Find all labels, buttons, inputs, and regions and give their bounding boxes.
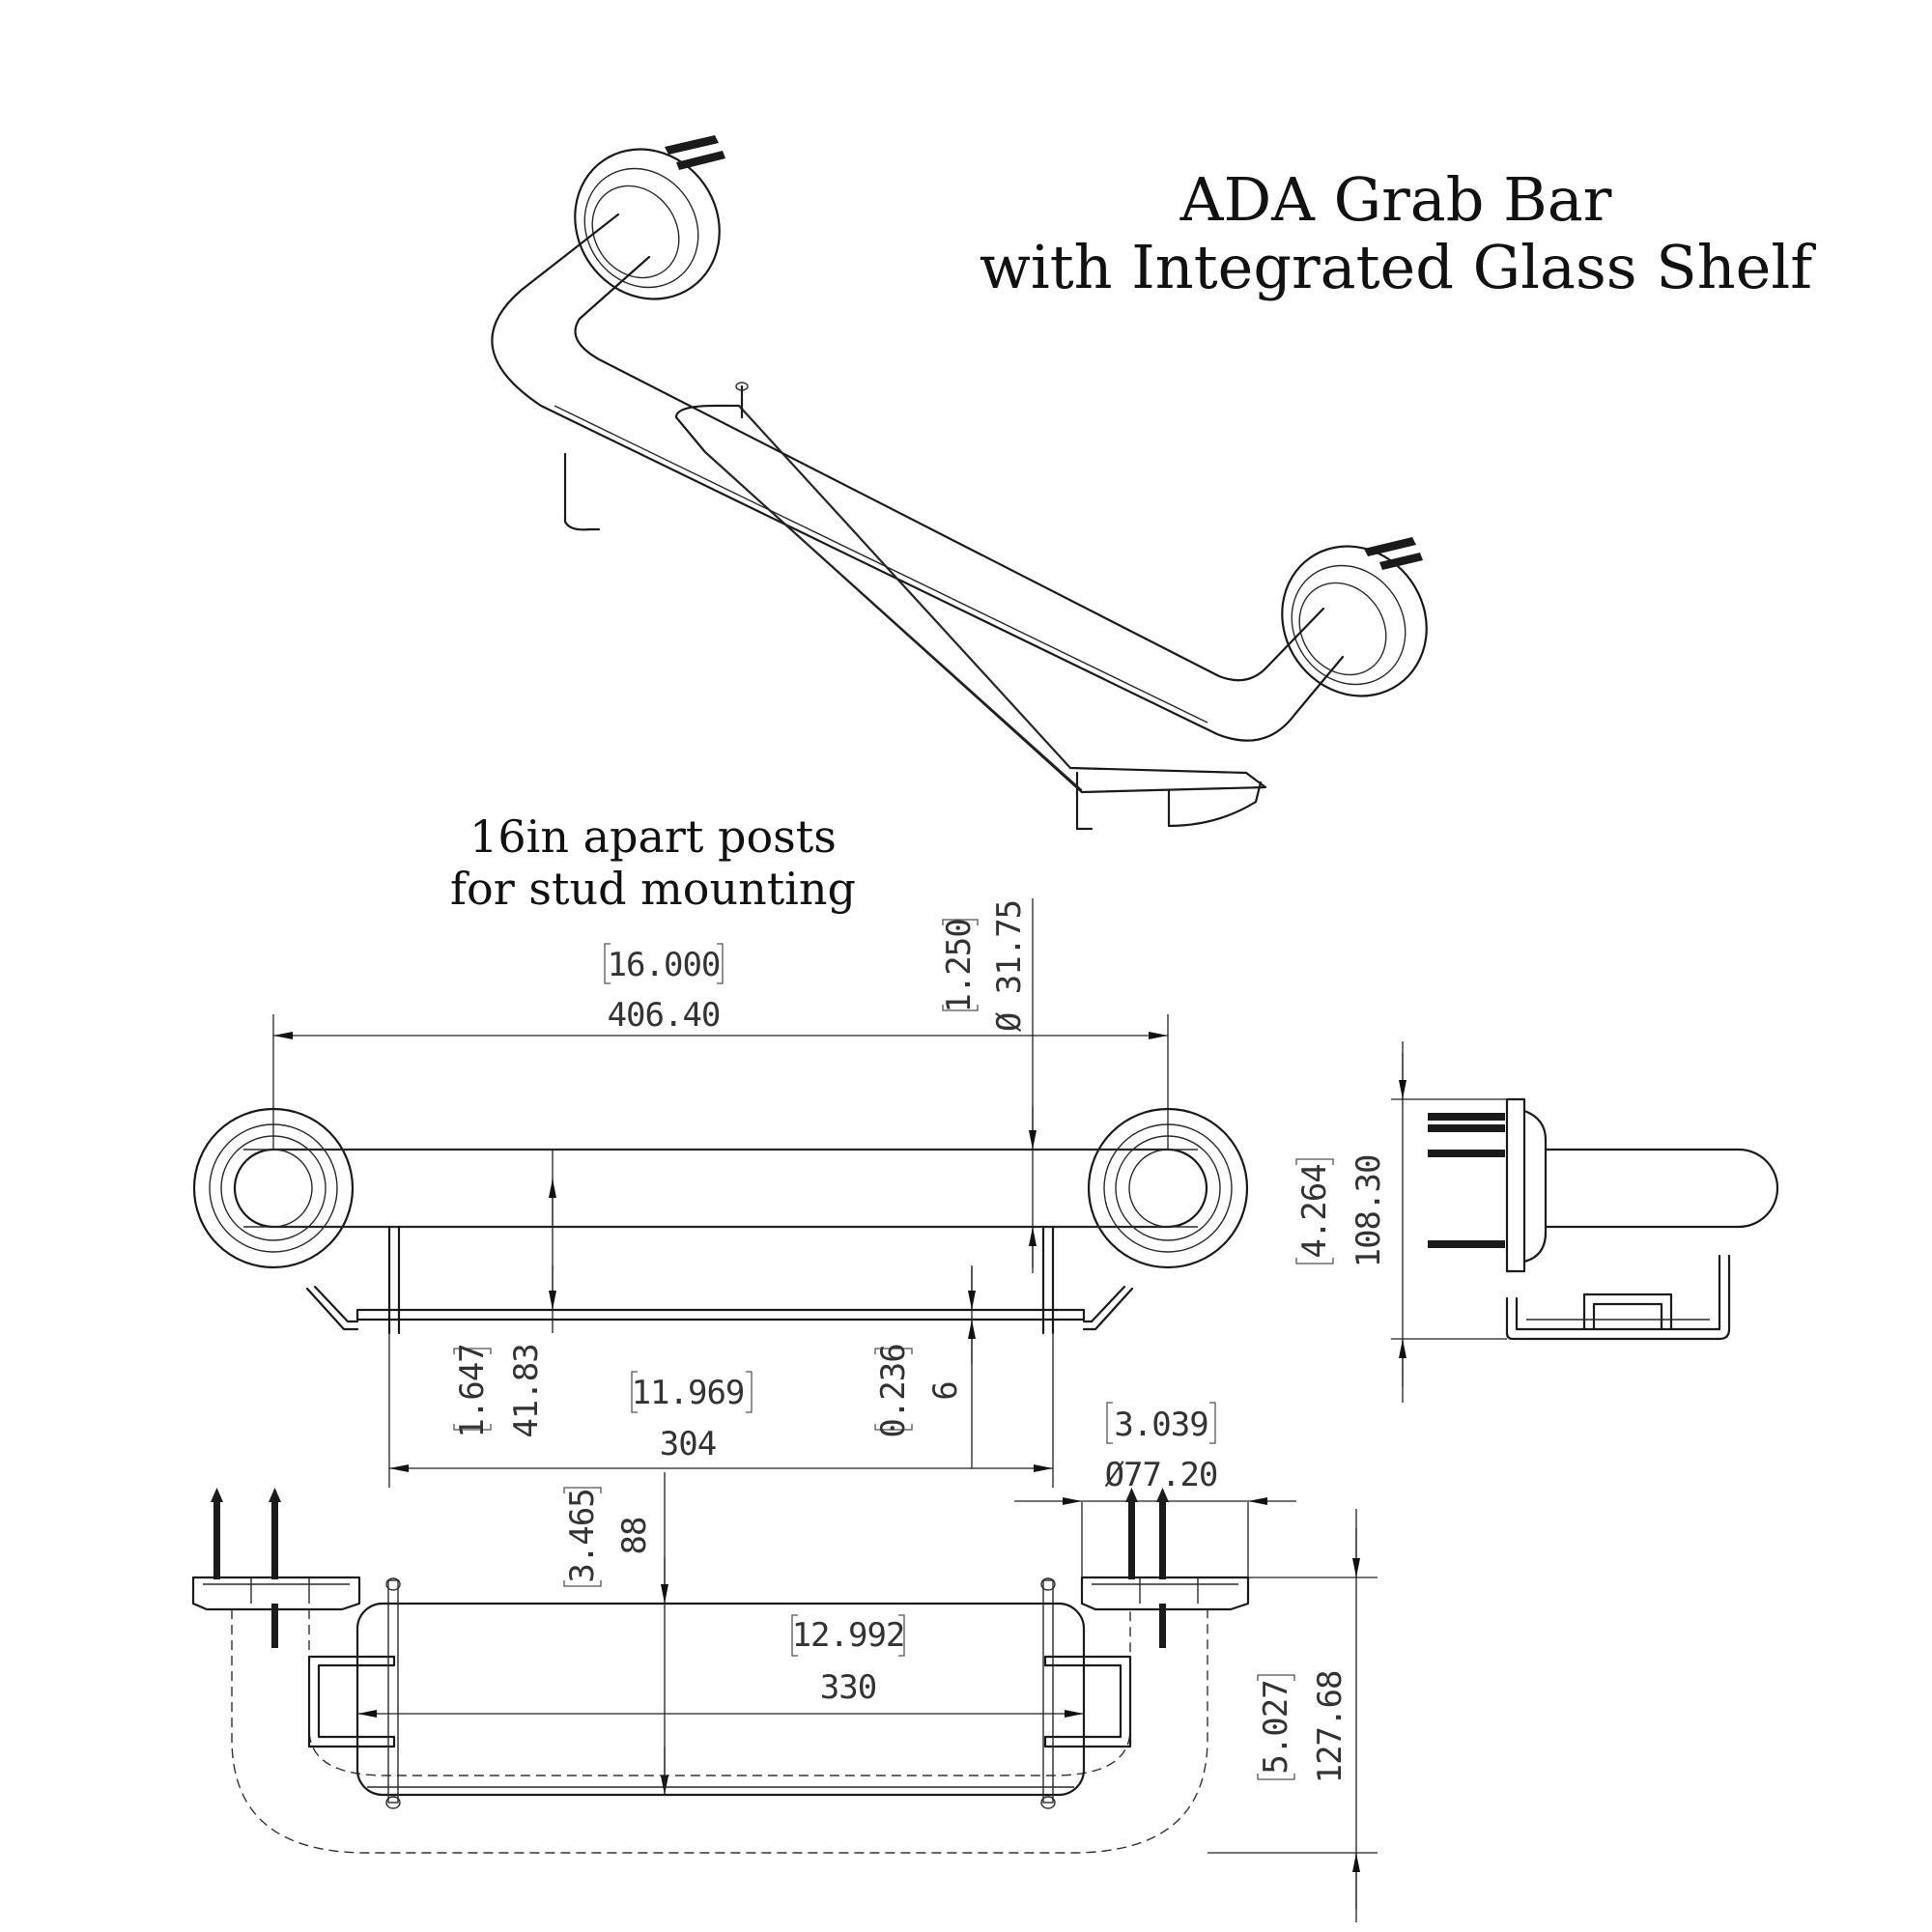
top-glass-shelf (307, 1577, 1132, 1809)
dim-shelf-depth: 3.465 88 (563, 1472, 668, 1795)
isometric-view (491, 135, 1428, 831)
dim-post-spacing: 16.000 406.40 (272, 943, 1169, 1150)
side-bar (1544, 1148, 1779, 1229)
iso-left-flange (574, 135, 725, 300)
svg-text:1.647: 1.647 (453, 1344, 492, 1437)
front-shelf-supports (387, 1225, 1055, 1335)
svg-text:330: 330 (820, 1668, 876, 1707)
svg-text:41.83: 41.83 (507, 1344, 546, 1437)
front-glass-shelf (305, 1285, 1134, 1331)
side-screws (1428, 1113, 1505, 1248)
svg-text:Ø77.20: Ø77.20 (1105, 1456, 1218, 1494)
title-line-1: ADA Grab Bar (1179, 164, 1612, 235)
svg-text:3.039: 3.039 (1114, 1406, 1208, 1444)
svg-text:16.000: 16.000 (608, 946, 721, 984)
top-bar-outline (231, 1609, 1208, 1854)
iso-glass-shelf (563, 382, 1267, 831)
dim-side-height: 4.264 108.30 (1295, 1041, 1507, 1403)
note-line-2: for stud mounting (450, 863, 856, 915)
iso-grab-bar (491, 213, 1345, 742)
side-flange (1505, 1097, 1548, 1273)
dim-shelf-width: 12.992 330 (357, 1614, 1084, 1718)
svg-text:406.40: 406.40 (608, 996, 721, 1035)
svg-text:6: 6 (926, 1381, 965, 1400)
dim-projection: 5.027 127.68 (1208, 1509, 1378, 1922)
top-view (191, 1488, 1250, 1854)
front-bar (233, 1148, 1208, 1229)
svg-text:88: 88 (615, 1518, 654, 1555)
side-view (1428, 1097, 1779, 1341)
dim-bar-to-shelf: 1.647 41.83 (453, 1150, 556, 1438)
dim-flange-diameter: 3.039 Ø77.20 (1014, 1402, 1296, 1577)
svg-text:0.236: 0.236 (874, 1344, 913, 1437)
dim-bar-diameter: 1.250 Ø 31.75 (940, 898, 1037, 1273)
note-line-1: 16in apart posts (469, 810, 837, 863)
svg-text:3.465: 3.465 (563, 1489, 602, 1582)
svg-text:127.68: 127.68 (1311, 1671, 1350, 1784)
svg-text:5.027: 5.027 (1257, 1680, 1295, 1774)
front-view (192, 1107, 1249, 1335)
svg-text:11.969: 11.969 (632, 1374, 745, 1412)
svg-text:108.30: 108.30 (1350, 1155, 1388, 1268)
dim-support-span: 11.969 304 (388, 1333, 1054, 1488)
svg-text:304: 304 (660, 1425, 716, 1463)
dim-glass-thickness: 0.236 6 (874, 1265, 976, 1468)
top-right-mount (1080, 1488, 1250, 1648)
title-line-2: with Integrated Glass Shelf (980, 232, 1816, 302)
dimensions: 16.000 406.40 1.250 Ø 31.75 1.647 41.83 (272, 898, 1507, 1922)
svg-text:Ø 31.75: Ø 31.75 (990, 900, 1029, 1032)
top-left-mount (191, 1488, 361, 1648)
side-shelf (1505, 1254, 1731, 1341)
iso-right-flange (1281, 537, 1428, 697)
svg-text:4.264: 4.264 (1295, 1164, 1334, 1258)
svg-text:1.250: 1.250 (940, 919, 979, 1012)
svg-text:12.992: 12.992 (792, 1616, 905, 1655)
